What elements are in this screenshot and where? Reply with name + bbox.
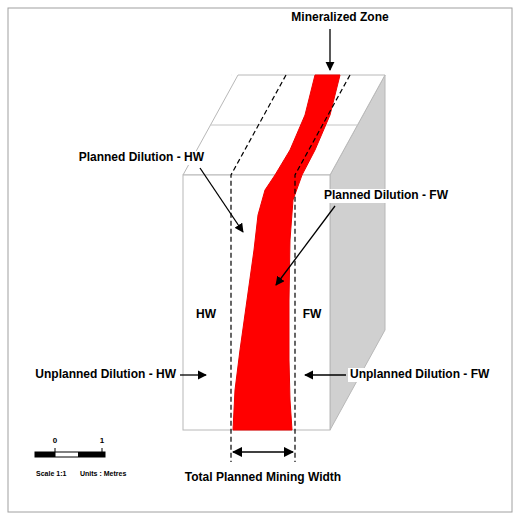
leader-arrow [276, 206, 335, 285]
dilution-label: Unplanned Dilution - HW [33, 368, 178, 382]
zone-label: Mineralized Zone [289, 11, 390, 25]
leader-arrow [200, 168, 243, 232]
dimension-label: Total Planned Mining Width [183, 471, 343, 485]
hw-planned-limit [231, 75, 286, 462]
frame [8, 8, 512, 512]
fw-planned-limit [295, 75, 350, 462]
scale-note: Units : Metres [78, 470, 128, 478]
top-grid-line [211, 125, 358, 126]
leader-arrow [180, 374, 206, 375]
leader-arrow [305, 374, 346, 375]
dilution-label: Planned Dilution - FW [322, 189, 450, 203]
dilution-label: Planned Dilution - HW [77, 151, 206, 165]
leader-arrow [329, 29, 330, 70]
wall-label: HW [194, 308, 218, 322]
scale-bar [35, 448, 105, 457]
scale-number: 1 [98, 436, 106, 445]
scale-note: Scale 1:1 [34, 470, 68, 478]
wall-label: FW [301, 308, 324, 322]
mineralized-zone [233, 75, 340, 430]
scale-number: 0 [51, 436, 59, 445]
width-dimension [233, 451, 293, 453]
dilution-label: Unplanned Dilution - FW [348, 368, 491, 382]
